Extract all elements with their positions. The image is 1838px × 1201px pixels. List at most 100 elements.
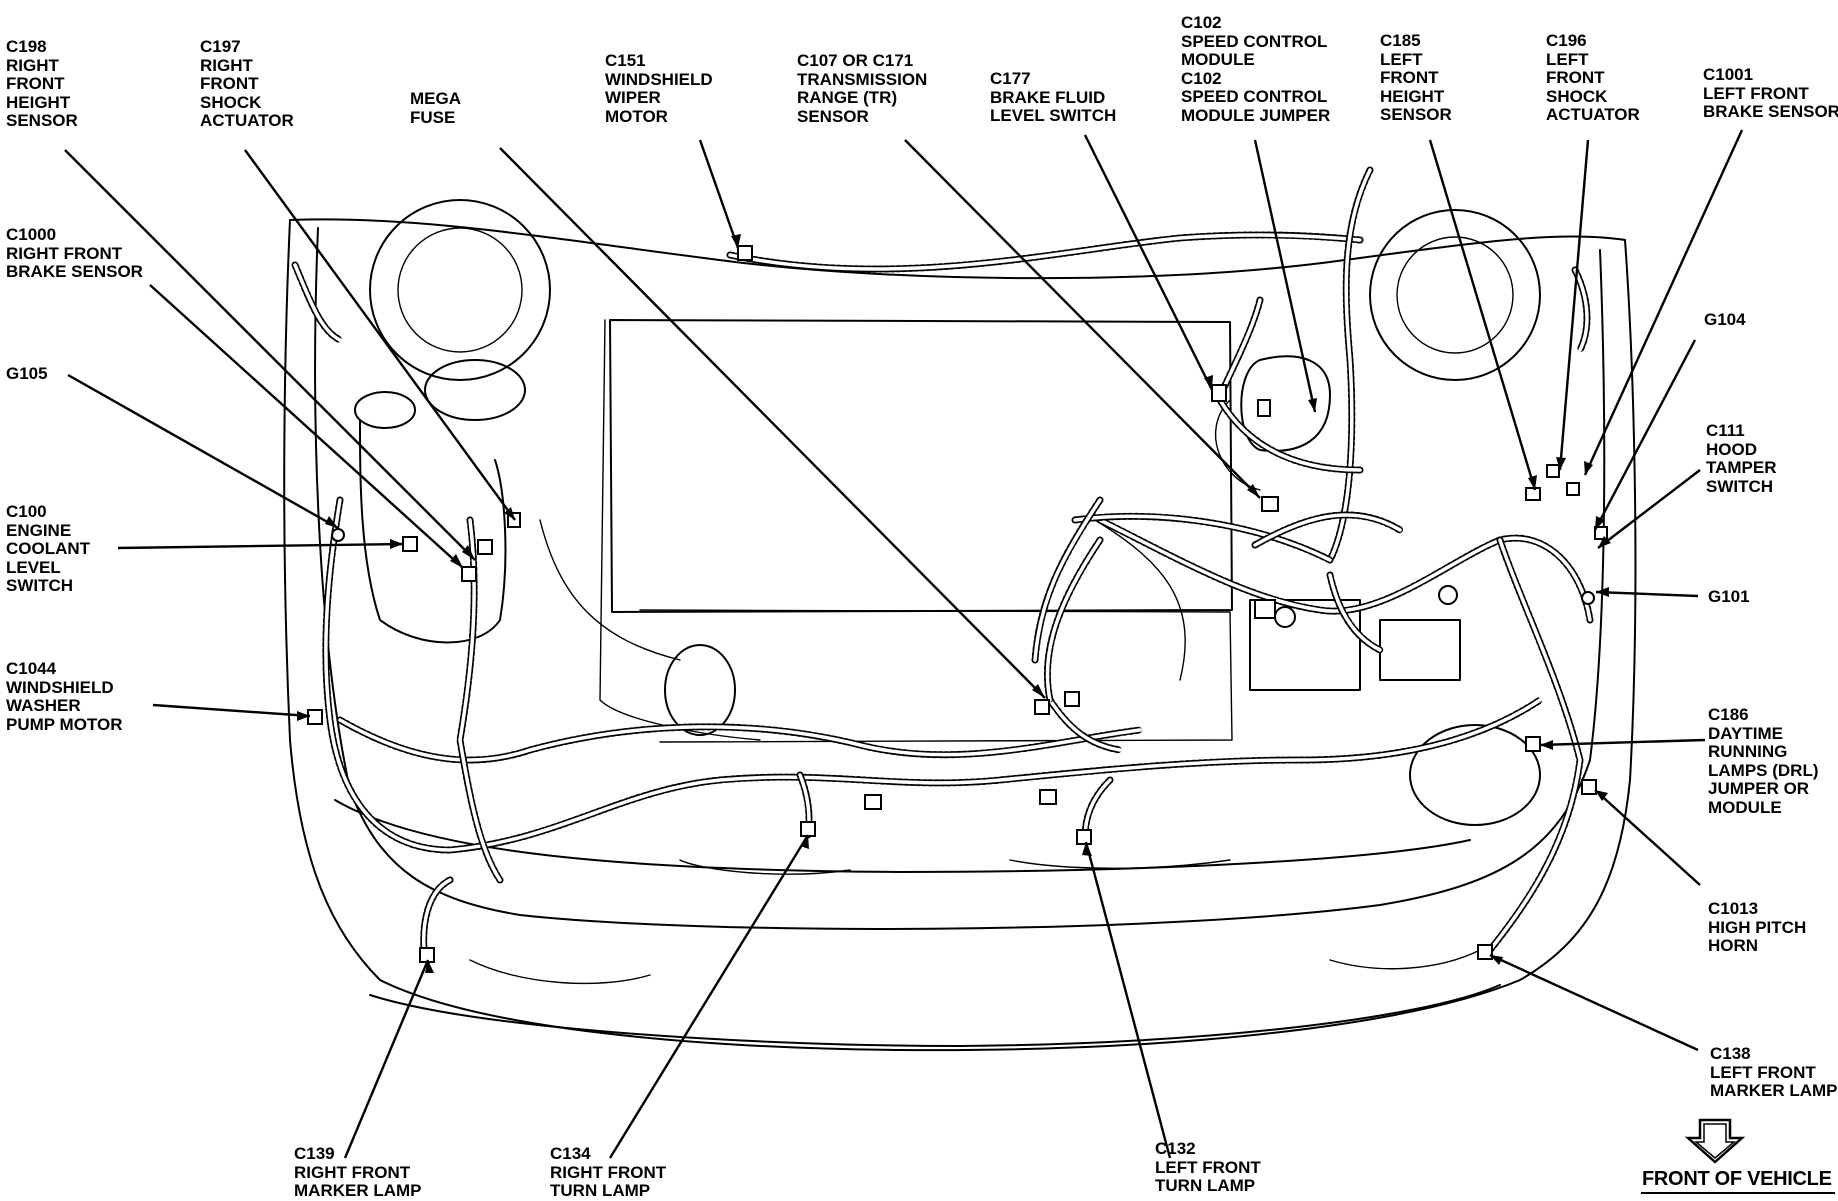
label-line: C100 (6, 502, 47, 521)
label-line: SPEED CONTROL (1181, 87, 1328, 106)
label-line: MARKER LAMP (1710, 1081, 1838, 1100)
label-line: FRONT (6, 74, 65, 93)
label-line: BRAKE FLUID (990, 87, 1106, 107)
front-arrow-icon (1684, 1118, 1746, 1164)
label-line: FRONT (1546, 68, 1605, 87)
label-line: HORN (1708, 936, 1759, 955)
label-line: COOLANT (6, 539, 91, 558)
label-line: HOOD (1706, 439, 1757, 459)
label-line: TAMPER (1706, 458, 1777, 477)
label-line: RUNNING (1708, 742, 1788, 761)
label-line: LAMPS (DRL) (1708, 760, 1819, 780)
label-g104: G104 (1704, 310, 1746, 330)
label-line: WINDSHIELD (605, 69, 713, 89)
label-line: LEFT FRONT (1710, 1062, 1816, 1082)
label-line: FUSE (410, 107, 456, 127)
label-line: MARKER LAMP (294, 1181, 422, 1200)
label-line: TURN LAMP (1155, 1176, 1256, 1195)
label-line: JUMPER OR (1708, 779, 1810, 798)
label-line: HEIGHT (6, 92, 71, 112)
label-line: C197 (200, 37, 241, 56)
label-line: WIPER (605, 88, 661, 107)
label-line: LEFT FRONT (1703, 83, 1809, 103)
label-line: C1044 (6, 659, 57, 678)
label-line: SHOCK (1546, 86, 1608, 106)
label-line: RANGE (TR) (797, 88, 898, 107)
label-line: MOTOR (605, 106, 668, 126)
label-line: RIGHT (200, 55, 253, 75)
label-line: SWITCH (6, 576, 74, 595)
label-line: C102 (1181, 68, 1222, 88)
label-line: MEGA (410, 89, 461, 108)
label-line: BRAKE SENSOR (6, 262, 143, 281)
label-line: ACTUATOR (200, 111, 294, 130)
label-line: RIGHT (6, 55, 59, 75)
label-line: SENSOR (1380, 105, 1452, 124)
label-line: SWITCH (1706, 476, 1774, 496)
label-line: C1013 (1708, 899, 1759, 918)
label-line: C1001 (1703, 65, 1754, 84)
label-line: TURN LAMP (550, 1181, 651, 1200)
label-line: DAYTIME (1708, 723, 1783, 743)
label-line: FRONT (1380, 68, 1439, 87)
label-line: RIGHT FRONT (294, 1162, 411, 1182)
label-line: TRANSMISSION (797, 69, 928, 89)
label-line: BRAKE SENSOR (1703, 102, 1838, 121)
label-line: ACTUATOR (1546, 105, 1640, 124)
label-line: C138 (1710, 1044, 1751, 1063)
label-line: MODULE (1708, 797, 1782, 817)
label-line: C185 (1380, 31, 1421, 50)
vehicle-body (283, 218, 1637, 1052)
wiring-harness (291, 166, 1594, 964)
label-line: MODULE JUMPER (1181, 105, 1331, 125)
label-line: G101 (1708, 587, 1750, 606)
label-line: C107 OR C171 (797, 51, 914, 70)
label-line: C102 (1181, 13, 1222, 32)
label-line: SENSOR (797, 106, 869, 126)
label-line: FRONT (200, 74, 259, 93)
leader-lines (64, 129, 1744, 1159)
label-g105: G105 (6, 364, 48, 384)
label-line: C1000 (6, 225, 57, 244)
label-line: HEIGHT (1380, 86, 1445, 106)
label-line: HIGH PITCH (1708, 917, 1807, 937)
label-line: RIGHT FRONT (6, 243, 123, 263)
label-line: C132 (1155, 1139, 1196, 1158)
label-line: PUMP MOTOR (6, 714, 123, 734)
engine-components (354, 199, 1541, 826)
label-line: C151 (605, 51, 646, 70)
label-g101: G101 (1708, 587, 1750, 607)
label-line: LEFT (1380, 49, 1423, 69)
label-line: C186 (1708, 705, 1749, 724)
label-line: LEVEL SWITCH (990, 106, 1117, 125)
label-line: G104 (1704, 310, 1746, 329)
label-line: C139 (294, 1144, 335, 1163)
label-line: LEFT (1546, 49, 1589, 69)
label-line: LEVEL (6, 557, 61, 577)
label-line: G105 (6, 364, 48, 383)
front-of-vehicle-label: FRONT OF VEHICLE (1642, 1168, 1832, 1190)
label-line: C177 (990, 69, 1031, 88)
label-line: SHOCK (200, 92, 262, 112)
arrowheads (297, 234, 1611, 973)
front-of-vehicle-underline (1641, 1192, 1835, 1194)
label-line: WINDSHIELD (6, 677, 114, 697)
connectors (307, 245, 1608, 963)
label-line: C196 (1546, 31, 1587, 50)
